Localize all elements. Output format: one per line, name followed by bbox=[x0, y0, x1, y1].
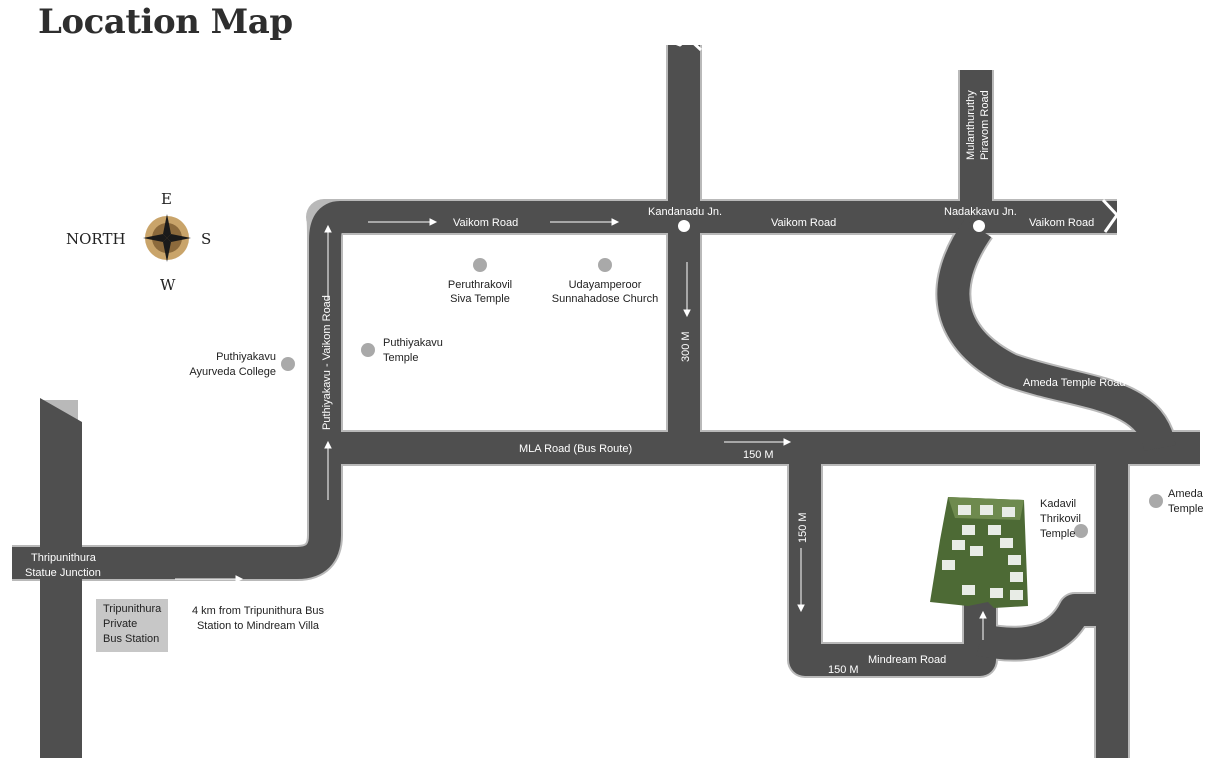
compass-west: W bbox=[160, 276, 176, 294]
bus-station-line: Bus Station bbox=[103, 633, 160, 645]
ameda-temple-road-segment bbox=[937, 218, 1176, 452]
side-road-segment bbox=[976, 594, 1112, 660]
kadavil-temple-marker bbox=[1074, 524, 1088, 538]
puthiyakavu-vaikom-road-label: Puthiyakavu - Vaikom Road bbox=[321, 295, 333, 430]
bus-station-line: Private bbox=[103, 618, 138, 630]
compass: NORTH E S W bbox=[66, 190, 211, 294]
peruthrakovil-label: Siva Temple bbox=[450, 293, 510, 305]
ameda-temple-label: Ameda bbox=[1168, 488, 1204, 500]
ameda-temple-road-label: Ameda Temple Road bbox=[1023, 377, 1126, 389]
distance-note-line: 4 km from Tripunithura Bus bbox=[191, 605, 325, 617]
kandanadu-junction-label: Kandanadu Jn. bbox=[648, 206, 722, 218]
udayamperoor-marker bbox=[598, 258, 612, 272]
kadavil-temple-label: Kadavil bbox=[1040, 498, 1076, 510]
statue-junction-label: Thripunithura bbox=[31, 552, 97, 564]
puthiyakavu-temple-label: Puthiyakavu bbox=[383, 337, 443, 349]
statue-junction-label: Statue Junction bbox=[25, 567, 101, 579]
kadavil-temple-label: Thrikovil bbox=[1040, 513, 1081, 525]
peruthrakovil-marker bbox=[473, 258, 487, 272]
nadakkavu-junction-label: Nadakkavu Jn. bbox=[944, 206, 1017, 218]
vaikom-road-segment bbox=[12, 201, 1117, 579]
road-labels: Vaikom Road Vaikom Road Vaikom Road Kand… bbox=[25, 90, 1126, 676]
mindream-villa-site bbox=[930, 497, 1028, 608]
puthiyakavu-temple-label: Temple bbox=[383, 352, 418, 364]
statue-junction-road bbox=[40, 398, 82, 758]
udayamperoor-label: Sunnahadose Church bbox=[552, 293, 658, 305]
bus-station-box bbox=[96, 599, 168, 652]
piravom-road-label: Piravom Road bbox=[979, 90, 991, 160]
puthiyakavu-temple-marker bbox=[361, 343, 375, 357]
vaikom-road-label: Vaikom Road bbox=[771, 217, 836, 229]
distance-150m-label: 150 M bbox=[797, 512, 809, 543]
ayurveda-college-marker bbox=[281, 357, 295, 371]
place-labels: Peruthrakovil Siva Temple Udayamperoor S… bbox=[189, 279, 1203, 540]
road-end-right bbox=[1101, 198, 1119, 233]
distance-300m-label: 300 M bbox=[680, 331, 692, 362]
compass-south: S bbox=[201, 230, 211, 248]
page-title: Location Map bbox=[38, 2, 293, 42]
ameda-temple-label: Temple bbox=[1168, 503, 1203, 515]
distance-note: 4 km from Tripunithura Bus Station to Mi… bbox=[176, 604, 340, 634]
ayurveda-college-label: Puthiyakavu bbox=[216, 351, 276, 363]
compass-north: NORTH bbox=[66, 230, 126, 248]
peruthrakovil-label: Peruthrakovil bbox=[448, 279, 512, 291]
nadakkavu-junction-marker bbox=[973, 220, 985, 232]
kadavil-temple-label: Temple bbox=[1040, 528, 1075, 540]
distance-note-line: Station to Mindream Villa bbox=[196, 620, 320, 632]
udayamperoor-label: Udayamperoor bbox=[569, 279, 642, 291]
compass-east: E bbox=[161, 190, 172, 208]
mulanthuruthy-road-label: Mulanthuruthy bbox=[965, 90, 977, 160]
mindream-road-segment bbox=[789, 448, 996, 676]
ameda-temple-marker bbox=[1149, 494, 1163, 508]
place-markers bbox=[281, 258, 1163, 538]
direction-arrows bbox=[175, 218, 987, 640]
road-end-top bbox=[666, 36, 703, 52]
mla-road-label: MLA Road (Bus Route) bbox=[519, 443, 632, 455]
distance-150m-label: 150 M bbox=[828, 664, 859, 676]
bus-station-label: Tripunithura Private Bus Station bbox=[103, 602, 171, 647]
ayurveda-college-label: Ayurveda College bbox=[189, 366, 276, 378]
distance-150m-label: 150 M bbox=[743, 449, 774, 461]
vaikom-road-label: Vaikom Road bbox=[1029, 217, 1094, 229]
vaikom-road-label: Vaikom Road bbox=[453, 217, 518, 229]
bus-station-line: Tripunithura bbox=[103, 603, 162, 615]
road-network bbox=[12, 36, 1200, 758]
mindream-road-label: Mindream Road bbox=[868, 654, 946, 666]
kandanadu-junction-marker bbox=[678, 220, 690, 232]
